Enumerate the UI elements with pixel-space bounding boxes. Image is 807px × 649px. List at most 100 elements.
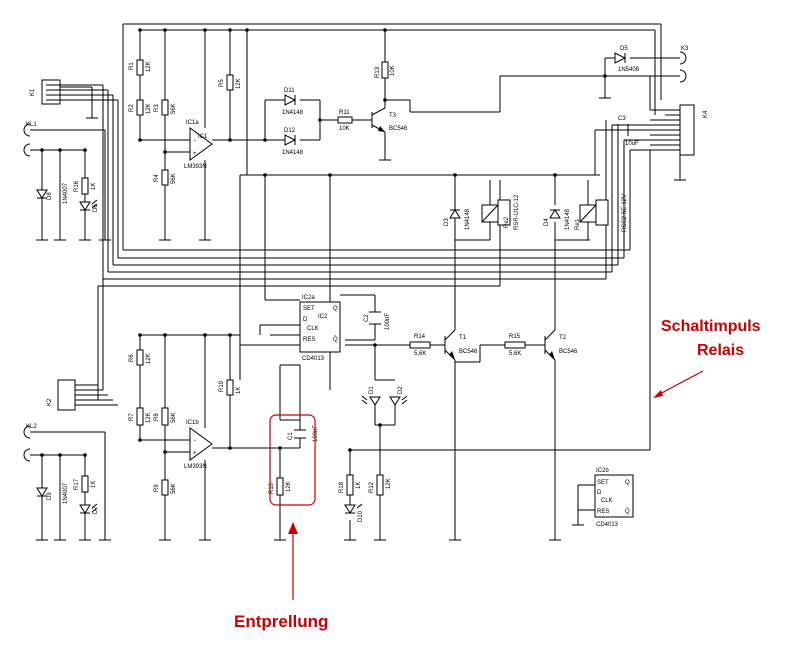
led-d7: D7 bbox=[79, 503, 99, 514]
ic2a-pin-res: RES bbox=[303, 337, 315, 343]
diode-d4: D4 1N4148 bbox=[544, 208, 571, 230]
resistor-r2: R2 12K bbox=[129, 99, 152, 116]
d8-value: 1N4007 bbox=[63, 182, 69, 204]
r14-label: R14 bbox=[414, 334, 426, 340]
diode-d5: D5 1N5408 bbox=[614, 46, 640, 73]
r11-label: R11 bbox=[339, 110, 350, 116]
ic2b-pin-res: RES bbox=[597, 509, 609, 515]
flipflop-ic2b: IC2b SET D CLK RES Q Q̄ CD4013 bbox=[594, 468, 634, 528]
resistor-r6: R6 12K bbox=[129, 349, 152, 366]
d5-label: D5 bbox=[620, 46, 628, 52]
r5-value: 12K bbox=[236, 78, 242, 89]
r13-label: R13 bbox=[375, 66, 381, 78]
resistor-r4: R4 56K bbox=[154, 169, 177, 186]
resistor-r8: R8 56K bbox=[154, 407, 177, 426]
r15-value: 5,6K bbox=[509, 351, 521, 357]
r10-label: R10 bbox=[269, 482, 275, 494]
ic2b-pin-clk: CLK bbox=[601, 498, 613, 504]
relais-label: Relais bbox=[697, 342, 744, 359]
annotation-entprellung: Entprellung bbox=[234, 414, 328, 631]
d2-label: D2 bbox=[398, 386, 404, 394]
d7-label: D7 bbox=[93, 506, 99, 514]
connector-k1: K1 bbox=[30, 79, 61, 105]
r9-label: R9 bbox=[154, 484, 160, 492]
resistor-r18: R18 1K bbox=[339, 474, 362, 496]
led-d2: D2 bbox=[389, 386, 408, 406]
resistor-r16: R16 1K bbox=[74, 177, 97, 195]
c3-value: 10uF bbox=[625, 141, 639, 147]
resistor-r1: R1 12K bbox=[129, 59, 152, 76]
r16-label: R16 bbox=[74, 180, 80, 192]
k3-label: K3 bbox=[681, 46, 689, 52]
d4-label: D4 bbox=[544, 218, 550, 226]
ic2a-pin-d: D bbox=[303, 317, 308, 323]
k2-label: K2 bbox=[47, 398, 53, 406]
r1-label: R1 bbox=[129, 62, 135, 70]
d3-label: D3 bbox=[444, 218, 450, 226]
ic2a-pin-qn: Q̄ bbox=[333, 336, 338, 343]
d6-label: D6 bbox=[93, 204, 99, 212]
transistor-t1: T1 BC546 bbox=[444, 329, 478, 361]
r6-value: 12K bbox=[146, 353, 152, 364]
r11-value: 10K bbox=[339, 126, 350, 132]
diode-d8: D8 1N4007 bbox=[36, 182, 69, 204]
relay-re2: Re2 RSR-U1C-12 bbox=[481, 194, 520, 230]
t2-label: T2 bbox=[559, 335, 567, 341]
svg-text:−: − bbox=[193, 438, 197, 444]
wiring bbox=[30, 23, 686, 541]
r19-value: 1K bbox=[236, 387, 242, 394]
comparator-ic1b: − + IC1b LM393N bbox=[184, 420, 213, 470]
terminal-kl1: KL1 bbox=[23, 122, 37, 157]
r17-value: 1K bbox=[91, 481, 97, 488]
ic1a-ref: IC1a bbox=[186, 120, 199, 126]
kl1-label: KL1 bbox=[26, 122, 37, 128]
r2-value: 12K bbox=[146, 103, 152, 114]
r4-label: R4 bbox=[154, 174, 160, 182]
d8-label: D8 bbox=[47, 192, 53, 200]
junction-dots bbox=[40, 28, 607, 457]
c1-label: C1 bbox=[288, 432, 294, 440]
d10-label: D10 bbox=[358, 510, 364, 522]
ic2b-pin-set: SET bbox=[597, 480, 609, 486]
led-d10: D10 bbox=[344, 503, 364, 522]
capacitor-c3: C3 10uF bbox=[617, 116, 639, 147]
d12-label: D12 bbox=[284, 128, 296, 134]
led-d1: D1 bbox=[361, 386, 381, 406]
kl2-label: KL2 bbox=[26, 424, 37, 430]
resistor-r9: R9 56K bbox=[154, 479, 177, 496]
r16-value: 1K bbox=[91, 183, 97, 190]
resistor-r15: R15 5,6K bbox=[504, 334, 526, 357]
debounce-highlight-box bbox=[269, 414, 316, 506]
resistor-r7: R7 12K bbox=[129, 407, 152, 426]
r8-label: R8 bbox=[154, 413, 160, 421]
r18-label: R18 bbox=[339, 481, 345, 493]
annotation-schaltimpuls: Schaltimpuls Relais bbox=[653, 318, 761, 398]
d4-value: 1N4148 bbox=[565, 208, 571, 230]
c2-label: C2 bbox=[364, 314, 370, 322]
r12-label: R12 bbox=[369, 481, 375, 493]
re1-label: Re1 bbox=[575, 218, 581, 230]
r2-label: R2 bbox=[129, 104, 135, 112]
transistor-t2: T2 BC546 bbox=[544, 329, 578, 361]
terminal-k3: K3 bbox=[679, 46, 689, 83]
flipflop-ic2a: IC2a IC2 SET D CLK RES Q Q̄ CD4013 bbox=[299, 295, 341, 362]
r3-value: 56K bbox=[171, 103, 177, 114]
connector-k4: K4 bbox=[650, 104, 709, 156]
r5-label: R5 bbox=[219, 79, 225, 87]
resistor-r11: R11 10K bbox=[337, 110, 353, 132]
d1-label: D1 bbox=[369, 386, 375, 394]
ic2a-pin-q: Q bbox=[333, 306, 338, 312]
d3-value: 1N4148 bbox=[465, 208, 471, 230]
ic2a-part: CD4013 bbox=[302, 356, 325, 362]
k4-label: K4 bbox=[703, 110, 709, 118]
r4-value: 56K bbox=[171, 173, 177, 184]
ic2b-pin-qn: Q̄ bbox=[625, 508, 630, 515]
r1-value: 12K bbox=[146, 61, 152, 72]
ic2a-sub: IC2 bbox=[318, 314, 328, 320]
diode-d11: D11 1N4148 bbox=[282, 88, 304, 116]
c1-value: 100nF bbox=[313, 425, 319, 442]
r7-label: R7 bbox=[129, 413, 135, 421]
ic2b-ref: IC2b bbox=[596, 468, 609, 474]
ic2a-pin-clk: CLK bbox=[307, 326, 319, 332]
